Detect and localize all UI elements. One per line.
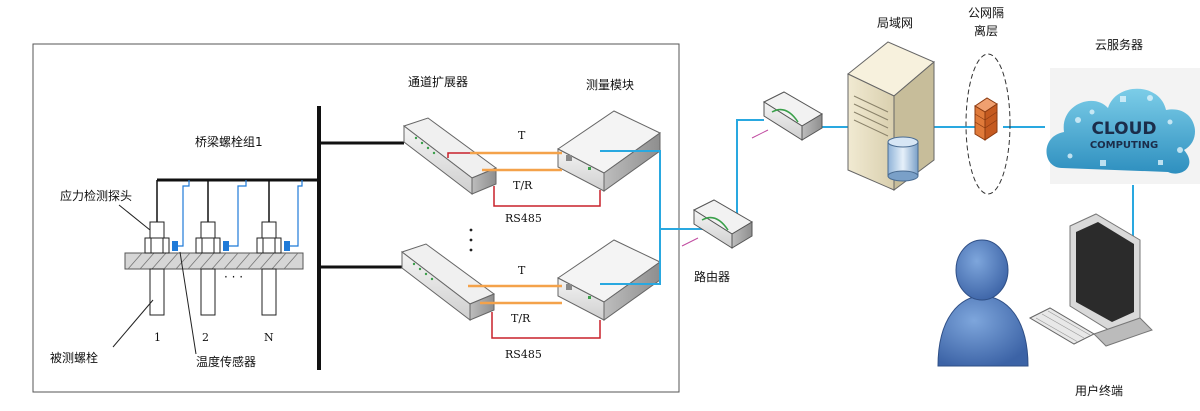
- bolt-index-1: 1: [154, 331, 161, 344]
- wire-rs485-bottom: [491, 312, 601, 339]
- bolt-n: [256, 221, 290, 316]
- monitor-icon: [1069, 213, 1153, 347]
- database-icon: [887, 136, 919, 182]
- temp-wire-n: [290, 180, 303, 247]
- bolt-group-label: 桥梁螺栓组1: [195, 134, 263, 149]
- bridge-plate: [124, 252, 304, 270]
- wire-red-top-inner: [447, 152, 470, 158]
- wire-tr-label-top: T/R: [513, 179, 533, 192]
- keyboard-icon: [1028, 307, 1096, 345]
- measurement-box-icon: [557, 239, 661, 321]
- wire-rs485-label-top: RS485: [505, 212, 542, 225]
- switch-icon: [402, 117, 498, 196]
- wire-t-label-bottom: T: [518, 264, 526, 277]
- switch-icon: [400, 243, 496, 322]
- bolt-2: [195, 221, 229, 316]
- cloud-computing-icon: CLOUD COMPUTING: [1046, 68, 1200, 184]
- leader-temp: [179, 251, 197, 355]
- bolt-1: [144, 221, 178, 316]
- sensor-frame: [32, 43, 680, 393]
- temp-sensor-1: [172, 241, 178, 251]
- router-icon: [681, 199, 753, 249]
- server-tower-icon: [847, 41, 935, 191]
- temp-wire-1: [177, 180, 190, 247]
- wire-rs485-label-bottom: RS485: [505, 348, 542, 361]
- expander-ellipsis: [469, 228, 473, 252]
- leader-stress-probe: [118, 204, 151, 231]
- isolation-label-line1: 公网隔: [968, 6, 1004, 20]
- cloud-server-label: 云服务器: [1095, 37, 1143, 52]
- cloud-word-2: COMPUTING: [1090, 140, 1158, 151]
- wire-rs485-top: [493, 186, 601, 207]
- bolt-ellipsis: · · ·: [224, 270, 243, 284]
- user-person-icon: [937, 239, 1029, 367]
- wire-tr-label-bottom: T/R: [511, 312, 531, 325]
- temp-sensor-n: [284, 241, 290, 251]
- channel-expander-label: 通道扩展器: [408, 75, 468, 89]
- wire-t-label-top: T: [518, 129, 526, 142]
- bolt-index-2: 2: [202, 331, 209, 344]
- bolt-measured-label: 被测螺栓: [50, 350, 98, 365]
- user-terminal-label: 用户终端: [1075, 383, 1123, 398]
- router-label: 路由器: [694, 269, 730, 284]
- firewall-icon: [974, 97, 998, 141]
- temp-sensor-label: 温度传感器: [196, 354, 256, 369]
- bolt-index-n: N: [264, 331, 274, 344]
- temp-sensor-2: [223, 241, 229, 251]
- isolation-label-line2: 离层: [974, 23, 998, 38]
- measure-module-label: 测量模块: [586, 78, 634, 92]
- router-icon: [751, 91, 823, 141]
- cloud-word-1: CLOUD: [1091, 119, 1156, 139]
- temp-wire-2: [228, 180, 247, 247]
- isolation-boundary: [965, 53, 1011, 195]
- leader-bolt: [112, 299, 154, 348]
- stress-probe-label: 应力检测探头: [60, 188, 132, 203]
- lan-label: 局域网: [877, 16, 913, 30]
- measurement-box-icon: [557, 110, 661, 192]
